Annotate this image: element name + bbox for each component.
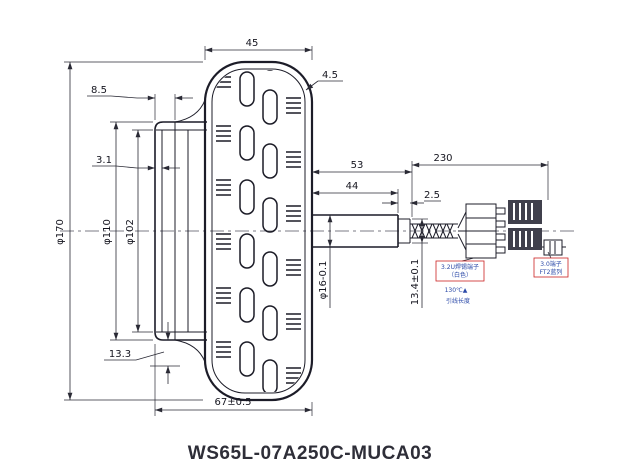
terminal-right-line2: FT2蓝列 <box>540 268 563 276</box>
tire-tread-pattern <box>215 70 302 392</box>
lead-length-label: 引线长度 <box>446 297 470 305</box>
dim-tread-depth-label: 4.5 <box>322 70 338 81</box>
dim-end-step: 2.5 <box>382 190 441 206</box>
dim-tread-depth: 4.5 <box>305 70 343 91</box>
dim-step: 3.1 <box>92 155 180 171</box>
dim-overall-width: 67±0.5 <box>154 344 313 416</box>
dim-cable-length: 230 <box>412 153 549 200</box>
dim-outer-diameter-label: φ170 <box>55 219 66 245</box>
terminal-left-line1: 3.2U焊锡端子 <box>441 263 479 271</box>
end-plug <box>542 239 566 256</box>
dim-tire-width-label: 45 <box>246 38 259 49</box>
dim-shaft-total-length-label: 53 <box>351 160 364 171</box>
tire-front-view <box>203 60 314 402</box>
shaft-view <box>312 214 411 248</box>
terminal-annotation-left: 3.2U焊锡端子 （白色） 130℃▲ 引线长度 <box>435 257 485 305</box>
dim-tire-width: 45 <box>204 38 313 60</box>
dim-overall-width-label: 67±0.5 <box>214 397 251 408</box>
crimp-terminal-block-upper <box>508 200 542 224</box>
dim-outer-diameter: φ170 <box>55 61 203 401</box>
temp-rating-label: 130℃▲ <box>445 287 468 294</box>
dim-shaft-diameter-label: φ16-0.1 <box>318 261 329 300</box>
dim-inner-diameter-label: φ102 <box>125 219 136 245</box>
dim-flat-width: 13.4±0.1 <box>410 218 428 308</box>
dim-step-label: 3.1 <box>96 155 112 166</box>
drawing-title: WS65L-07A250C-MUCA03 <box>188 443 432 464</box>
terminal-left-line2: （白色） <box>448 271 472 279</box>
hub-side-view <box>154 99 207 363</box>
dim-shaft-diameter: φ16-0.1 <box>318 215 333 308</box>
dim-rim-depth: 13.3 <box>104 322 180 384</box>
terminal-right-line1: 3.0端子 <box>540 260 562 268</box>
dim-rim-offset: 8.5 <box>87 85 193 120</box>
dim-hub-diameter-label: φ110 <box>102 219 113 245</box>
dim-shaft-length-label: 44 <box>346 181 359 192</box>
dim-shaft-length: 44 <box>312 181 399 213</box>
crimp-terminal-block-lower <box>508 228 542 250</box>
terminal-annotation-right: 3.0端子 FT2蓝列 <box>533 251 569 278</box>
dim-hub-diameter: φ110 <box>102 121 153 341</box>
dim-end-step-label: 2.5 <box>424 190 440 201</box>
dim-inner-diameter: φ102 <box>125 129 153 333</box>
dim-cable-length-label: 230 <box>433 153 452 164</box>
dim-rim-offset-label: 8.5 <box>91 85 107 96</box>
dim-shaft-total-length: 53 <box>312 160 413 217</box>
dim-rim-depth-label: 13.3 <box>109 349 131 360</box>
dim-flat-width-label: 13.4±0.1 <box>410 259 421 306</box>
connector-housing <box>465 203 506 259</box>
